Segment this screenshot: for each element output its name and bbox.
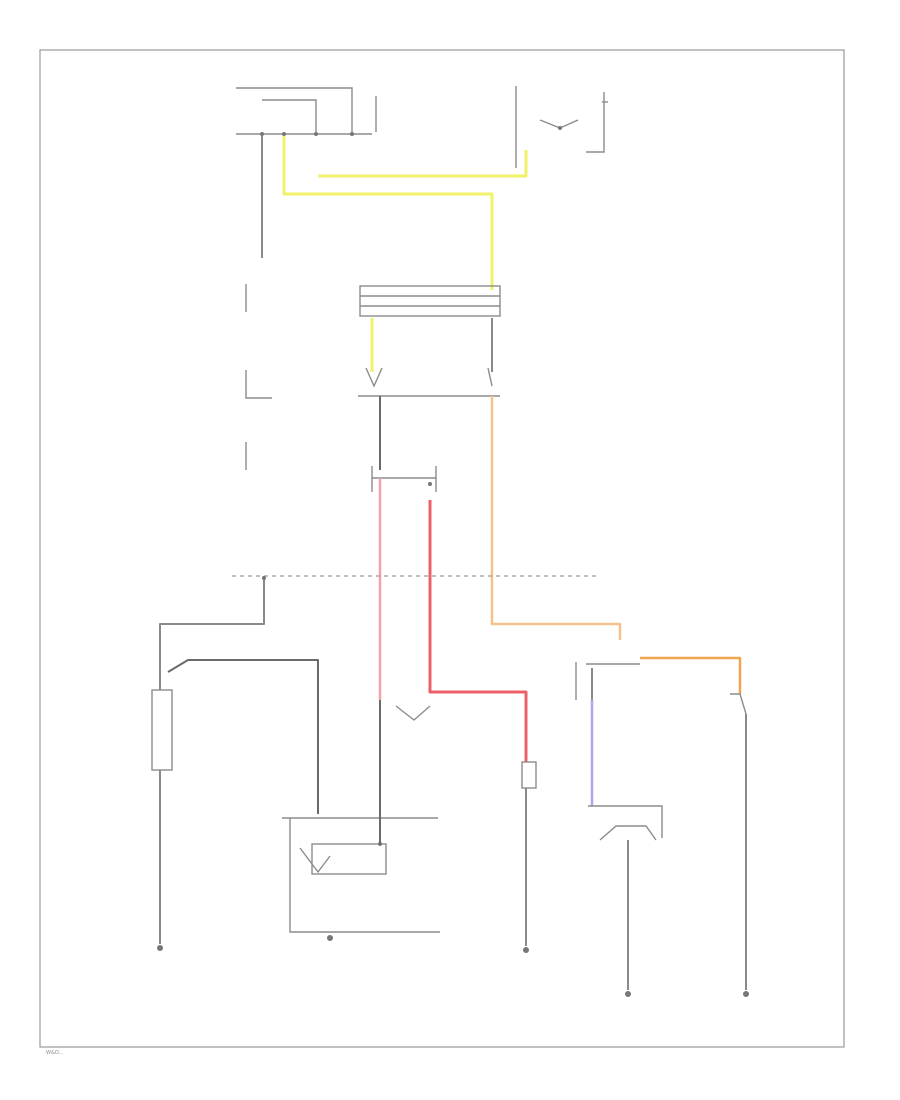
- starter-motor: [282, 700, 440, 941]
- fuse-block-lower: [245, 442, 437, 492]
- diagram-border: [39, 49, 845, 1048]
- wire-orange-relay-to-tcm: [490, 396, 622, 640]
- wire-yellow-ignition: [318, 150, 528, 178]
- passenger-compartment-fuse-box: [236, 87, 377, 136]
- clutch-interlock-switch: [730, 693, 749, 997]
- transmission-range-switch: [575, 662, 663, 997]
- diagram-code: W&O...: [46, 1050, 64, 1056]
- ecm-pcm: [521, 761, 537, 953]
- battery-section: [151, 576, 319, 951]
- wire-yellow-fuse-to-relay: [282, 136, 494, 290]
- wire-orange-to-clutch-switch: [640, 656, 742, 694]
- underhood-fuse-relay-box: [245, 284, 501, 399]
- wire-red-to-ecm: [428, 500, 528, 762]
- ignition-switch: [515, 86, 608, 168]
